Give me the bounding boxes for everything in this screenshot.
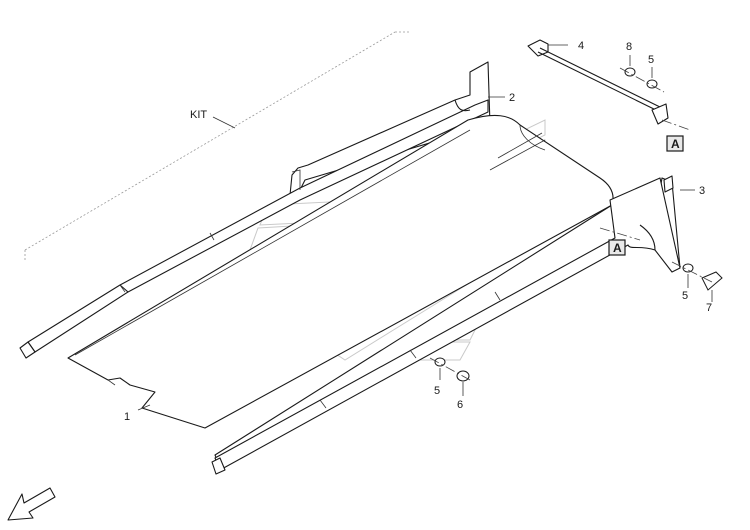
hardware-top xyxy=(619,67,665,93)
left-side-panel xyxy=(19,61,491,359)
callout-2: 2 xyxy=(509,92,515,104)
direction-arrow-icon xyxy=(7,487,56,521)
kit-label: KIT xyxy=(190,109,207,121)
reference-mark-top: A xyxy=(666,135,684,152)
callout-1: 1 xyxy=(124,411,130,423)
callout-4: 4 xyxy=(578,40,584,52)
floor-sheet xyxy=(67,114,614,429)
right-side-panel xyxy=(211,175,681,475)
bolt-icon xyxy=(701,271,723,291)
panel-tabs xyxy=(119,169,501,409)
washer-icon xyxy=(434,357,446,367)
washer-icon xyxy=(646,79,658,89)
svg-text:A: A xyxy=(671,137,680,151)
callout-7: 7 xyxy=(706,302,712,314)
nut-icon xyxy=(624,67,636,77)
callout-3: 3 xyxy=(699,185,705,197)
callout-5-bottom: 5 xyxy=(434,385,440,397)
reference-mark-mid: A xyxy=(608,239,626,256)
callout-6: 6 xyxy=(457,399,463,411)
kit-outline xyxy=(24,31,410,262)
callout-leaders xyxy=(137,44,713,411)
callout-8: 8 xyxy=(626,41,632,53)
callout-5-right: 5 xyxy=(682,290,688,302)
callout-5-top: 5 xyxy=(648,54,654,66)
hardware-right xyxy=(671,261,723,291)
washer-icon xyxy=(682,263,694,273)
svg-text:A: A xyxy=(613,241,622,255)
hardware-bottom xyxy=(429,357,471,382)
rod-bracket xyxy=(527,39,691,241)
